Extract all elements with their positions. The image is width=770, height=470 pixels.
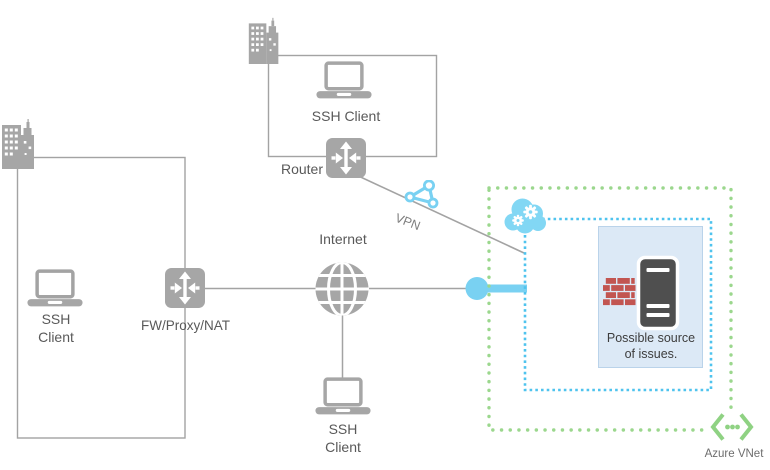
vpn-connection-icon (404, 180, 439, 209)
issue-label: Possible source of issues. (606, 331, 696, 361)
azure-cloud-services-icon (504, 198, 546, 234)
router-icon (326, 138, 366, 178)
azure-vnet-icon (710, 413, 754, 441)
laptop-icon (315, 377, 371, 415)
azure-vnet-boundary (487, 186, 733, 432)
left-ssh-client-label: SSH Client (38, 311, 74, 345)
fw-proxy-nat-icon (165, 268, 205, 308)
firewall-brick-icon (603, 278, 636, 306)
router-label: Router (280, 161, 323, 177)
server-icon (636, 255, 680, 331)
connector-router-vpn-to-vnet (351, 172, 525, 254)
bottom-ssh-client-label: SSH Client (325, 421, 361, 455)
office-building-icon (2, 119, 34, 169)
internet-label: Internet (319, 231, 367, 247)
office-building-icon (248, 17, 279, 64)
internet-globe-icon (315, 262, 369, 316)
cyan-endpoint-dot (465, 277, 489, 300)
azure-vnet-label: Azure VNet (704, 448, 764, 460)
subnet-boundary (523, 217, 713, 392)
laptop-icon (316, 61, 372, 99)
fw-proxy-nat-label: FW/Proxy/NAT (141, 318, 230, 333)
top-ssh-client-label: SSH Client (311, 108, 381, 124)
laptop-icon (27, 269, 83, 307)
